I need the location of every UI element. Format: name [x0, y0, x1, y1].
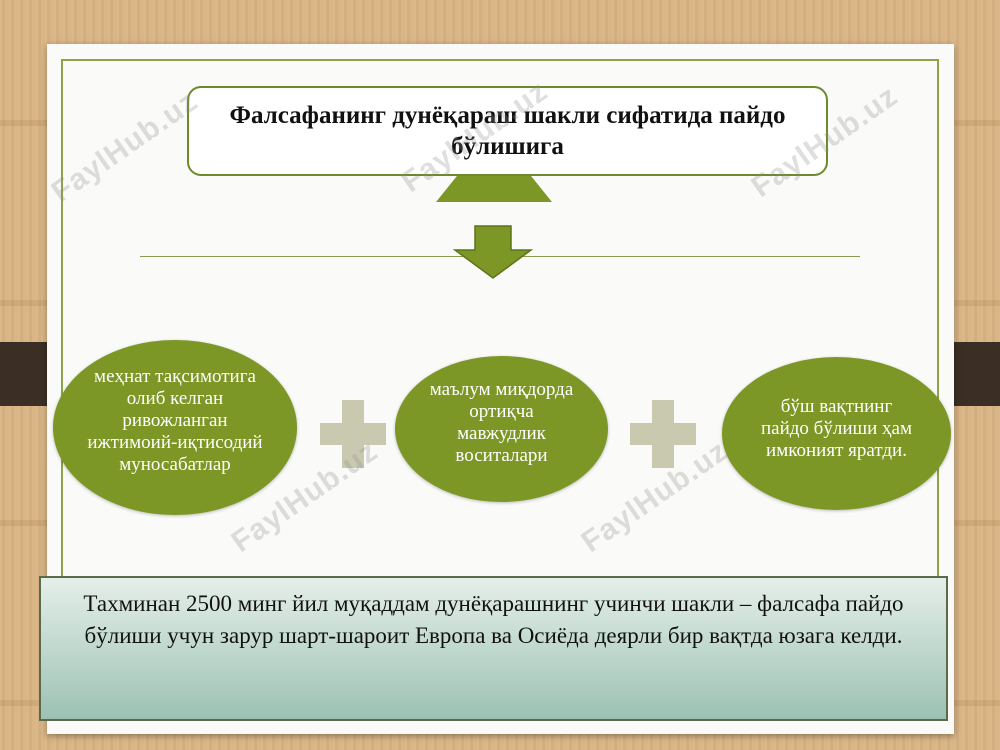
condition-ellipse-2: маълум миқдорда ортиқча мавжудлик восита… — [395, 356, 608, 502]
plus-icon — [630, 400, 696, 468]
condition-text-3: бўш вақтнинг пайдо бўлиши ҳам имконият я… — [760, 395, 912, 461]
condition-text-1: меҳнат тақсимотига олиб келган ривожланг… — [87, 365, 263, 475]
condition-ellipse-3: бўш вақтнинг пайдо бўлиши ҳам имконият я… — [722, 357, 951, 510]
diagram-title: Фалсафанинг дунёқараш шакли сифатида пай… — [229, 102, 786, 160]
plus-icon — [320, 400, 386, 468]
condition-ellipse-1: меҳнат тақсимотига олиб келган ривожланг… — [53, 340, 297, 515]
title-box: Фалсафанинг дунёқараш шакли сифатида пай… — [187, 86, 828, 176]
summary-text: Тахминан 2500 минг йил муқаддам дунёқара… — [83, 591, 904, 648]
summary-box: Тахминан 2500 минг йил муқаддам дунёқара… — [39, 576, 948, 721]
condition-text-2: маълум миқдорда ортиқча мавжудлик восита… — [429, 379, 574, 466]
down-arrow-icon — [453, 225, 533, 279]
